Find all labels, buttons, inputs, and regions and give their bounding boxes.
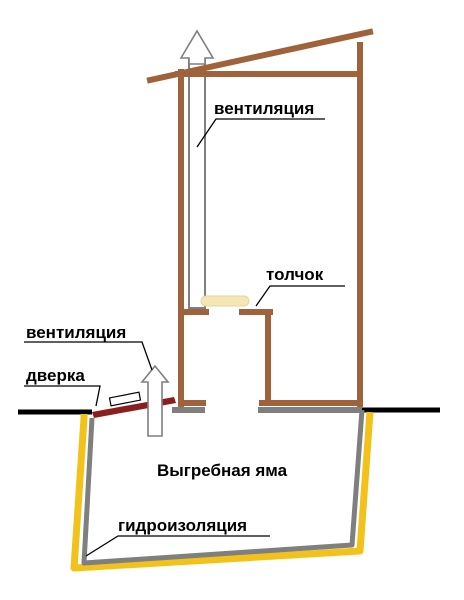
- ground-line: [18, 407, 440, 415]
- leader-toilet: [255, 285, 345, 307]
- pit-walls: [81, 409, 365, 566]
- label-hatch: дверка: [26, 366, 85, 385]
- main-vent-pipe: [179, 29, 215, 309]
- waterproofing-layer: [70, 411, 374, 572]
- leader-waterproofing: [85, 535, 270, 557]
- label-toilet-seat: толчок: [266, 265, 324, 284]
- leader-lines: [24, 118, 345, 557]
- outhouse-frame: [146, 28, 374, 407]
- label-waterproofing: гидроизоляция: [118, 516, 247, 535]
- toilet-seat: [200, 295, 250, 307]
- side-vent-pipe: [140, 364, 170, 437]
- leader-vent-top: [196, 118, 325, 148]
- leader-vent-side: [24, 341, 153, 371]
- hatch-handle-icon: [108, 391, 142, 407]
- up-arrow-icon: [179, 29, 215, 65]
- leader-hatch: [24, 385, 101, 407]
- label-vent-side: вентиляция: [26, 323, 126, 342]
- label-vent-top: вентиляция: [214, 99, 314, 118]
- hatch-door: [92, 391, 176, 418]
- label-pit: Выгребная яма: [157, 461, 288, 480]
